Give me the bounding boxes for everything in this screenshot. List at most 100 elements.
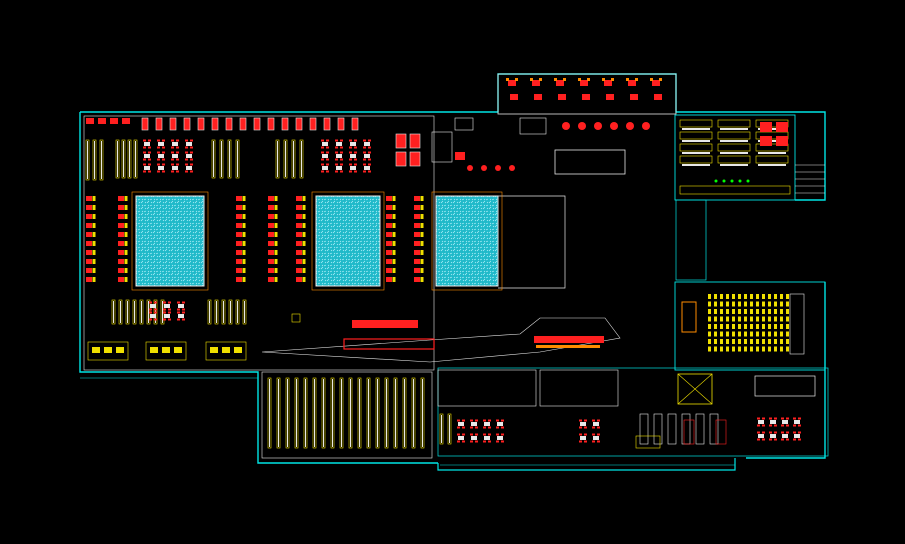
cafe-kitchen: [554, 149, 626, 175]
carrel-desk: [274, 277, 278, 282]
sofa: [162, 347, 170, 353]
bookshelf: [235, 299, 240, 325]
shelf-divider: [350, 379, 351, 447]
auditorium-seat: [720, 331, 723, 337]
chair: [122, 118, 130, 124]
bookshelf: [214, 299, 219, 325]
workstation: [776, 122, 788, 132]
carrel-desk: [274, 250, 278, 255]
building-outline: [79, 73, 829, 471]
auditorium-seat: [756, 339, 759, 344]
carrel-seat: [268, 205, 274, 210]
auditorium-seat: [720, 309, 723, 314]
carrel-desk: [420, 250, 424, 255]
chair: [185, 170, 188, 173]
auditorium-seat: [786, 331, 789, 337]
courtyard-west: [135, 195, 205, 287]
chair: [798, 431, 801, 434]
carrel-desk: [124, 196, 128, 201]
chair: [368, 139, 371, 142]
auditorium-seat: [732, 301, 735, 307]
chair: [501, 433, 504, 436]
office-cubicle: [709, 413, 719, 445]
auditorium-seat: [786, 294, 789, 299]
carrel-seat: [414, 205, 420, 210]
chair: [177, 318, 180, 321]
auditorium-seat: [744, 331, 747, 337]
cafe-table: [508, 80, 516, 86]
chair: [148, 163, 151, 166]
chair: [326, 151, 329, 154]
carrel-desk: [124, 241, 128, 246]
chair: [793, 424, 796, 427]
shelf-divider: [395, 379, 396, 447]
bookshelf: [285, 377, 290, 449]
carrel-seat: [414, 259, 420, 264]
chair: [354, 163, 357, 166]
carrel-desk: [92, 268, 96, 273]
study-table: [186, 142, 192, 146]
study-table: [172, 166, 178, 170]
bookshelf: [267, 377, 272, 449]
corridor-east: [675, 199, 707, 281]
chair: [190, 158, 193, 161]
chair: [185, 146, 188, 149]
auditorium-seat: [762, 331, 765, 337]
sofa: [234, 347, 242, 353]
bookshelf: [133, 139, 138, 179]
carrel-desk: [274, 268, 278, 273]
auditorium-seat: [738, 309, 741, 314]
carrel-desk: [242, 214, 246, 219]
chair: [177, 311, 180, 314]
chair: [149, 318, 152, 321]
shelf-divider: [277, 141, 278, 177]
east-block-south: [674, 281, 826, 371]
carrel-desk: [92, 250, 96, 255]
auditorium-seat: [714, 331, 717, 337]
computer-bar: [682, 152, 710, 154]
chair: [190, 170, 193, 173]
chair: [110, 118, 118, 124]
office-desk: [683, 419, 695, 445]
carrel-desk: [302, 223, 306, 228]
carrel-seat: [386, 241, 392, 246]
carrel-seat: [236, 223, 242, 228]
carrel-seat: [386, 259, 392, 264]
chair: [162, 158, 165, 161]
shelf-divider: [87, 141, 88, 179]
auditorium-seat: [744, 346, 747, 352]
carrel-seat: [268, 223, 274, 228]
chair: [171, 170, 174, 173]
study-table: [164, 314, 170, 318]
bookshelf: [228, 299, 233, 325]
chair: [457, 419, 460, 422]
carrel-desk: [124, 205, 128, 210]
auditorium-seat: [732, 331, 735, 337]
carrel-desk: [420, 196, 424, 201]
chair: [190, 163, 193, 166]
auditorium-seat: [780, 294, 783, 299]
bookshelf: [321, 377, 326, 449]
bookshelf: [118, 299, 123, 325]
auditorium-seat: [774, 331, 777, 337]
auditorium-seat: [762, 309, 765, 314]
restroom-block-2: [539, 369, 619, 407]
chair: [349, 158, 352, 161]
carrel-desk: [302, 268, 306, 273]
chair: [793, 438, 796, 441]
chair: [786, 424, 789, 427]
reading-counter: [352, 320, 418, 328]
courtyard-center: [315, 195, 381, 287]
chair: [774, 431, 777, 434]
computer-bar: [720, 140, 748, 142]
cafe-table: [652, 80, 660, 86]
auditorium-seat: [768, 339, 771, 344]
chair: [501, 419, 504, 422]
auditorium-seat: [750, 331, 753, 337]
bookshelf: [125, 299, 130, 325]
bookshelf: [275, 139, 280, 179]
auditorium-seat: [750, 346, 753, 352]
shelf-divider: [314, 379, 315, 447]
study-table: [322, 154, 328, 158]
chair-row: [211, 117, 219, 131]
